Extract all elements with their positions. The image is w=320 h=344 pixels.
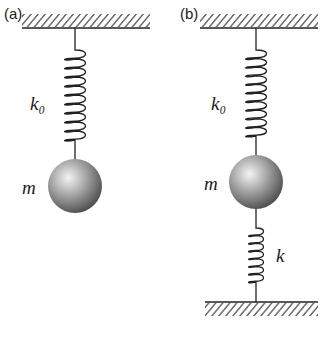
spring-constant: k₀ bbox=[211, 94, 226, 113]
floor-hatch bbox=[205, 303, 318, 316]
panel-label: (b) bbox=[180, 6, 198, 21]
mass-label: m bbox=[22, 178, 36, 197]
mass-label: m bbox=[204, 174, 218, 193]
spring-constant: k bbox=[276, 246, 284, 265]
coil-spring bbox=[249, 208, 264, 302]
ceiling-hatch bbox=[200, 14, 318, 27]
coil-spring bbox=[65, 28, 86, 160]
spring-constant: k₀ bbox=[30, 94, 45, 113]
ceiling-line bbox=[22, 27, 150, 29]
mass-ball bbox=[229, 155, 283, 209]
ceiling-hatch bbox=[22, 14, 150, 27]
floor-line bbox=[205, 301, 318, 303]
panel-label: (a) bbox=[4, 6, 22, 21]
mass-ball bbox=[48, 159, 102, 213]
ceiling-line bbox=[200, 27, 318, 29]
coil-spring bbox=[246, 28, 267, 156]
